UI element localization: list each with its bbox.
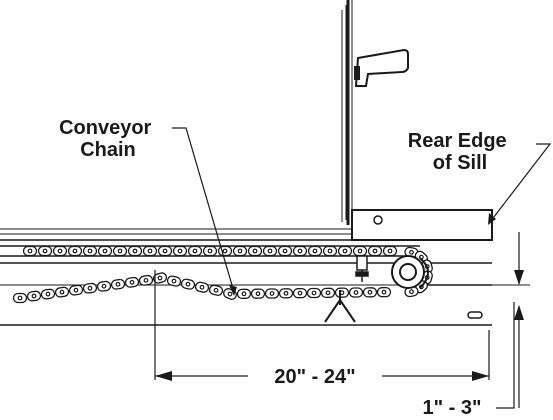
chain-link bbox=[217, 245, 233, 257]
chain-link bbox=[172, 245, 188, 257]
chain-link bbox=[262, 245, 278, 257]
chain-link bbox=[382, 245, 398, 257]
support-stand bbox=[324, 290, 356, 323]
upper-chain-links bbox=[22, 245, 398, 257]
dimension-vertical-label: 1" - 3" bbox=[423, 397, 482, 419]
chain-link bbox=[367, 245, 383, 257]
chain-link bbox=[124, 276, 140, 288]
chain-link bbox=[152, 272, 168, 284]
tensioner-bolt bbox=[355, 255, 369, 282]
chain-link bbox=[187, 245, 203, 257]
chain-link bbox=[54, 286, 70, 298]
rear-edge-of-sill-label: Rear Edge of Sill bbox=[408, 130, 513, 174]
sill-block bbox=[351, 209, 493, 241]
sprocket-wheel bbox=[391, 255, 429, 289]
chain-link bbox=[292, 287, 308, 299]
chain-link bbox=[82, 245, 98, 257]
chain-link bbox=[12, 292, 28, 304]
chain-link bbox=[232, 245, 248, 257]
chain-link bbox=[250, 288, 266, 299]
vertical-panel bbox=[341, 0, 353, 225]
dimension-horizontal bbox=[154, 270, 490, 381]
chain-link bbox=[97, 245, 113, 257]
chain-link bbox=[362, 287, 378, 298]
chain-link bbox=[322, 245, 338, 257]
chain-link bbox=[26, 290, 42, 302]
chain-link bbox=[277, 245, 293, 257]
chain-link bbox=[307, 245, 323, 257]
chain-link bbox=[52, 245, 68, 257]
chain-link bbox=[127, 245, 143, 257]
chain-link bbox=[142, 245, 158, 257]
chain-link bbox=[180, 278, 196, 290]
chain-link bbox=[292, 245, 308, 257]
chain-link bbox=[208, 284, 224, 296]
conveyor-chain-label: Conveyor Chain bbox=[59, 117, 157, 161]
chain-link bbox=[112, 245, 128, 257]
chain-link bbox=[348, 287, 364, 298]
chain-link bbox=[37, 245, 53, 257]
chain-link bbox=[40, 288, 56, 300]
chain-link bbox=[247, 245, 263, 257]
dimension-horizontal-label: 20" - 24" bbox=[274, 366, 355, 388]
chain-link bbox=[110, 278, 126, 290]
leader-arrowheads bbox=[229, 213, 496, 296]
chain-link bbox=[278, 288, 294, 299]
panel-bracket bbox=[354, 48, 409, 87]
chain-link bbox=[236, 288, 252, 300]
chain-link bbox=[138, 274, 154, 286]
chain-link bbox=[337, 245, 353, 257]
chain-link bbox=[376, 286, 392, 298]
chain-link bbox=[264, 288, 280, 299]
chain-link bbox=[166, 275, 182, 287]
chain-link bbox=[82, 282, 98, 294]
chain-link bbox=[22, 245, 38, 257]
chain-link bbox=[194, 281, 210, 293]
dimension-vertical bbox=[514, 232, 524, 408]
chain-link bbox=[334, 287, 350, 298]
chain-link bbox=[96, 280, 112, 292]
chain-link bbox=[306, 287, 322, 299]
chain-link bbox=[202, 245, 218, 257]
chain-link bbox=[68, 284, 84, 296]
chain-link bbox=[320, 287, 336, 298]
chain-link bbox=[67, 245, 83, 257]
chain-link bbox=[157, 245, 173, 257]
leader-lines bbox=[172, 127, 552, 409]
chain-link bbox=[352, 245, 368, 257]
